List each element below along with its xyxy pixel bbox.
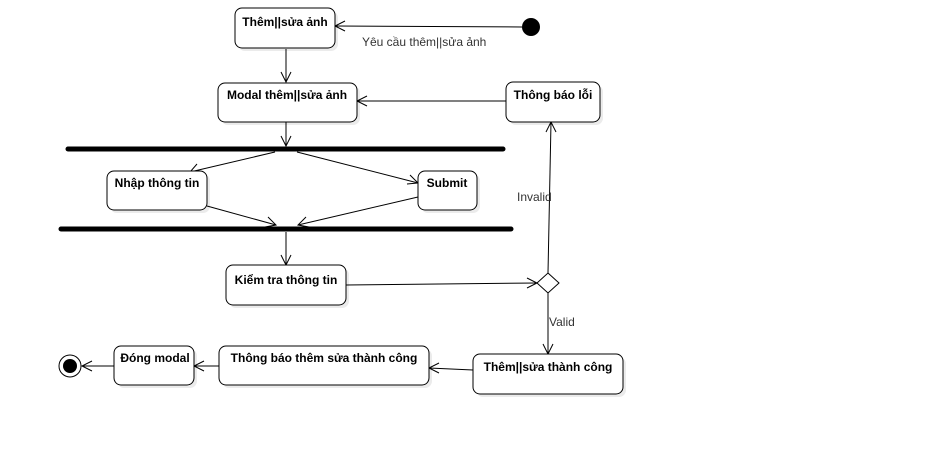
final-node	[58, 354, 82, 378]
svg-text:Submit: Submit	[427, 176, 468, 190]
edges	[80, 20, 557, 374]
node-submit: Submit	[417, 170, 480, 213]
node-check-info: Kiểm tra thông tin	[225, 264, 349, 308]
edge-label-request: Yêu cầu thêm||sửa ảnh	[362, 35, 486, 49]
initial-node	[522, 18, 540, 36]
svg-text:Thông báo thêm sửa thành công: Thông báo thêm sửa thành công	[231, 351, 418, 365]
svg-text:Nhập thông tin: Nhập thông tin	[115, 176, 200, 190]
node-add-edit-image: Thêm||sửa ảnh	[234, 7, 338, 51]
node-close-modal: Đóng modal	[113, 345, 197, 388]
node-success-notice: Thông báo thêm sửa thành công	[218, 345, 432, 388]
svg-text:Kiểm tra thông tin: Kiểm tra thông tin	[235, 273, 338, 287]
node-enter-info: Nhập thông tin	[106, 170, 210, 213]
svg-text:Đóng modal: Đóng modal	[120, 351, 189, 365]
svg-text:Modal thêm||sửa ảnh: Modal thêm||sửa ảnh	[227, 88, 347, 102]
node-add-edit-success: Thêm||sửa thành công	[472, 353, 626, 397]
decision-node	[536, 272, 560, 294]
node-error-notice: Thông báo lỗi	[505, 81, 603, 125]
edge-label-invalid: Invalid	[517, 190, 552, 204]
svg-text:Thêm||sửa thành công: Thêm||sửa thành công	[484, 360, 613, 374]
svg-text:Thông báo lỗi: Thông báo lỗi	[514, 87, 593, 102]
svg-text:Thêm||sửa ảnh: Thêm||sửa ảnh	[242, 15, 327, 29]
node-modal-add-edit-image: Modal thêm||sửa ảnh	[217, 82, 360, 125]
edge-label-valid: Valid	[549, 315, 575, 329]
